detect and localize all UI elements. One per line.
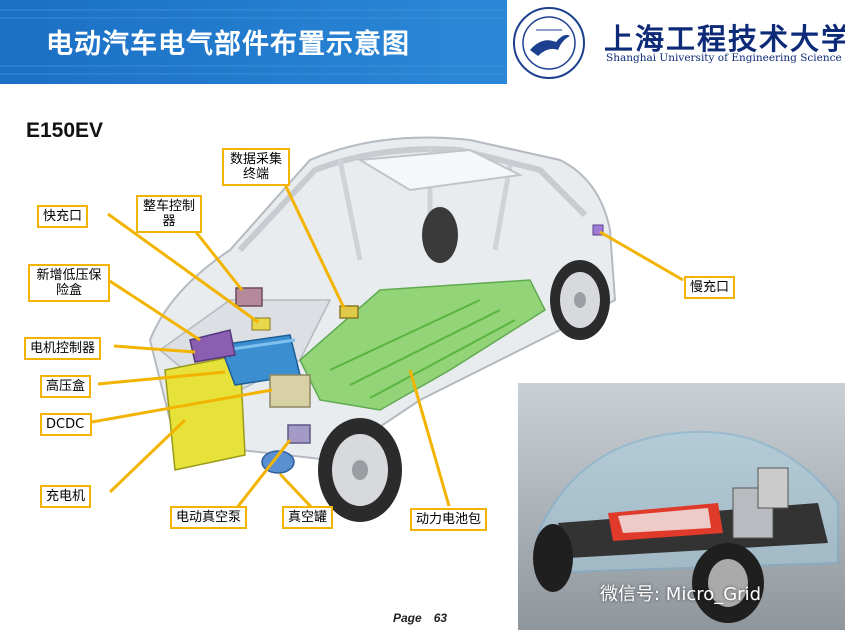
- slide-title: 电动汽车电气部件布置示意图: [46, 29, 410, 60]
- leader-lines: [91, 173, 684, 515]
- label-low-voltage-fuse-box: 新增低压保险盒: [28, 264, 110, 302]
- rear-wheel: [550, 260, 610, 340]
- motor-controller-shape: [189, 329, 236, 363]
- label-dcdc: DCDC: [40, 413, 92, 436]
- page-footer: Page 63: [393, 611, 447, 625]
- slow-charge-port-shape: [592, 224, 604, 236]
- charger-shape: [164, 354, 246, 471]
- label-fast-charge-port: 快充口: [37, 205, 89, 228]
- university-name-en: Shanghai University of Engineering Scien…: [606, 52, 842, 64]
- chassis-photo-drawing: [518, 383, 845, 630]
- university-name-cn: 上海工程技术大学: [604, 22, 845, 56]
- battery-pack-shape: [299, 279, 546, 411]
- header-background: [0, 0, 845, 84]
- label-slow-charge-port: 慢充口: [684, 276, 736, 299]
- vcu-shape: [235, 287, 263, 307]
- label-data-collection-terminal: 数据采集终端: [222, 148, 290, 186]
- data-terminal-shape: [339, 305, 359, 319]
- front-wheel: [318, 418, 402, 522]
- label-motor-controller: 电机控制器: [24, 337, 102, 360]
- vehicle-model: E150EV: [26, 119, 104, 142]
- dcdc-shape: [269, 374, 311, 408]
- label-vacuum-pump: 电动真空泵: [170, 506, 248, 529]
- slide-header: [0, 0, 845, 84]
- vacuum-pump-shape: [287, 424, 311, 444]
- page-word: Page: [393, 611, 422, 625]
- label-charger: 充电机: [40, 485, 92, 508]
- chassis-photo: [518, 383, 845, 630]
- label-hv-box: 高压盒: [40, 375, 92, 398]
- label-battery-pack: 动力电池包: [410, 508, 488, 531]
- page-number: 63: [433, 611, 448, 625]
- wechat-watermark: 微信号: Micro_Grid: [600, 584, 762, 605]
- rear-left-wheel: [422, 207, 458, 263]
- label-vcu: 整车控制器: [136, 195, 202, 233]
- university-seal-icon: [513, 7, 585, 79]
- label-vacuum-tank: 真空罐: [282, 506, 334, 529]
